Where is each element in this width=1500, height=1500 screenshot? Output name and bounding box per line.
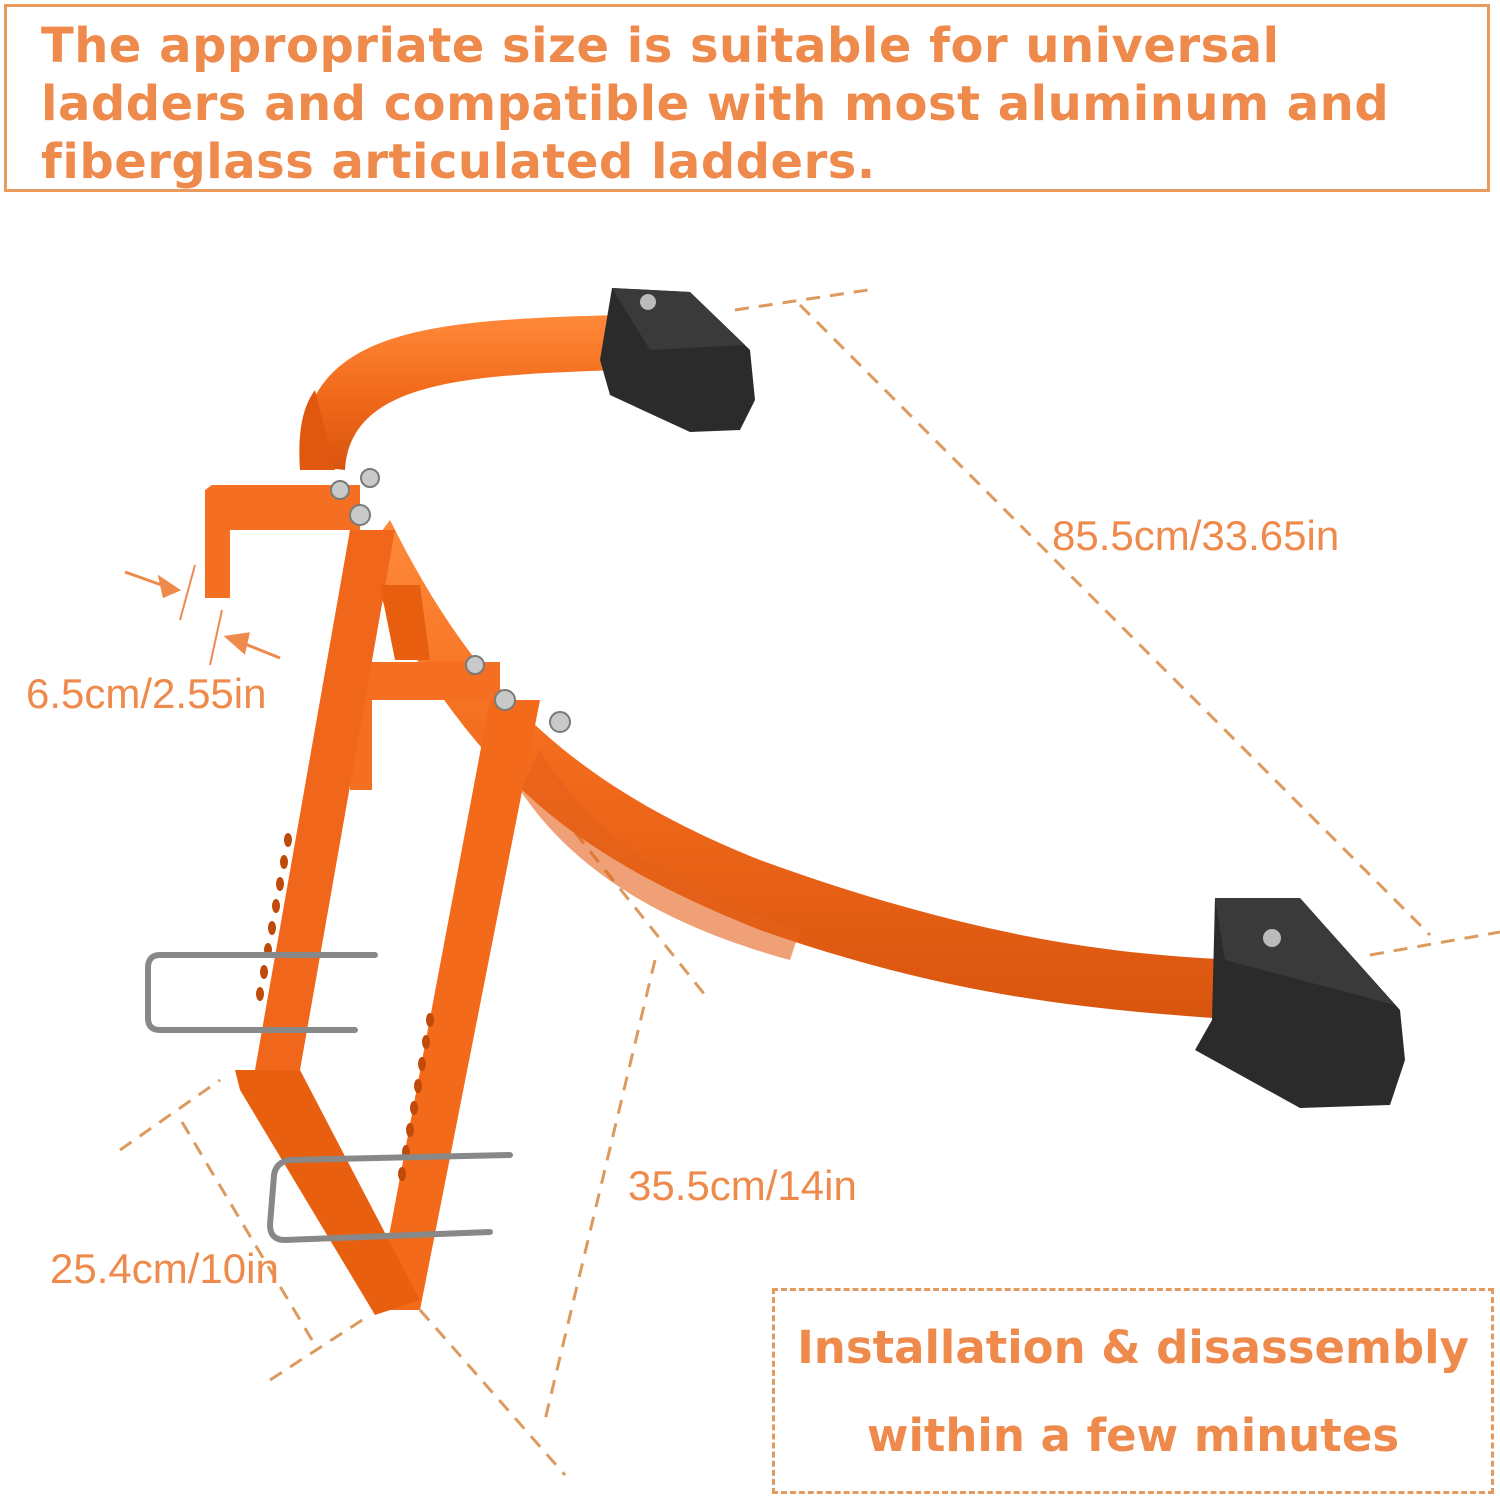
- description-text: The appropriate size is suitable for uni…: [41, 18, 1390, 190]
- hook-depth-dimension-label: 6.5cm/2.55in: [26, 670, 267, 717]
- description-box: The appropriate size is suitable for uni…: [4, 4, 1490, 192]
- foot-bottom: [1195, 898, 1405, 1108]
- height-dimension-label: 35.5cm/14in: [628, 1162, 857, 1209]
- width-dimension-label: 25.4cm/10in: [50, 1245, 279, 1292]
- span-dimension-label: 85.5cm/33.65in: [1052, 512, 1340, 559]
- foot-top: [600, 288, 755, 432]
- feature-line-1: Installation & disassembly: [797, 1321, 1469, 1374]
- feature-line-2: within a few minutes: [866, 1409, 1400, 1462]
- feature-box: Installation & disassembly within a few …: [772, 1288, 1494, 1494]
